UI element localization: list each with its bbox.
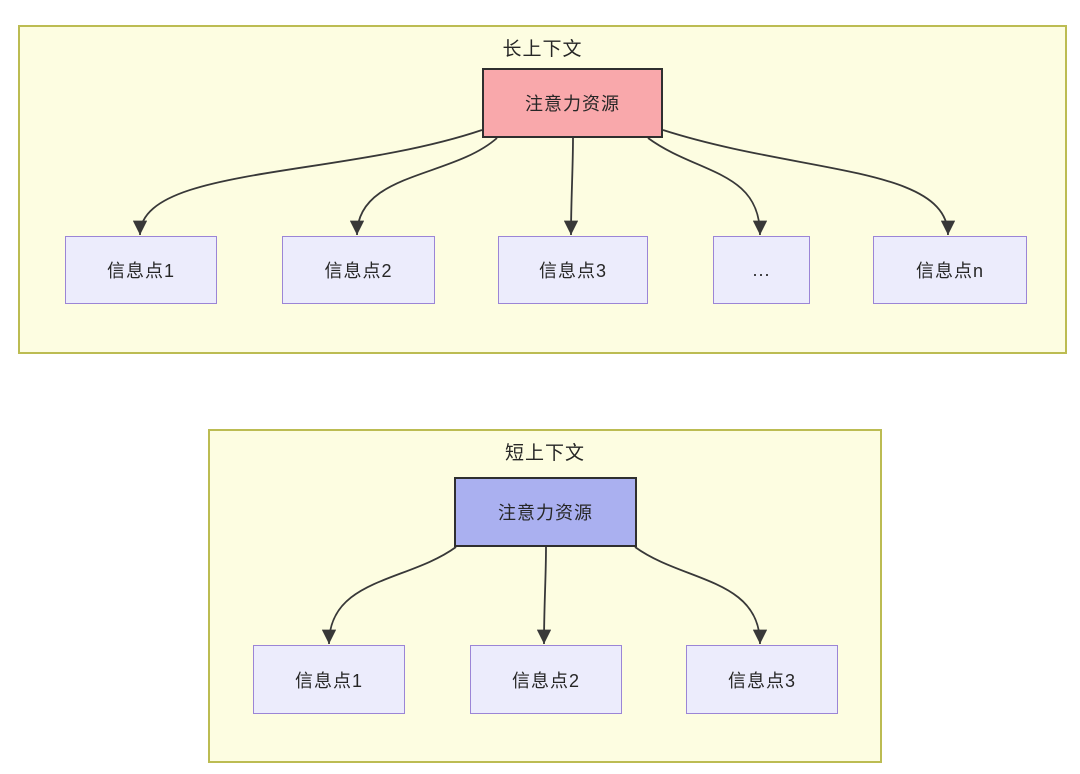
long-info-node-1: 信息点1 xyxy=(65,236,217,304)
long-context-title: 长上下文 xyxy=(502,39,583,60)
long-info-node-3: 信息点3 xyxy=(498,236,648,304)
short-info-node-3: 信息点3 xyxy=(686,645,838,714)
short-attention-node: 注意力资源 xyxy=(454,477,637,547)
long-info-node-n: 信息点n xyxy=(873,236,1027,304)
long-info-node-ellipsis: ... xyxy=(713,236,810,304)
short-info-node-1: 信息点1 xyxy=(253,645,405,714)
long-info-node-2: 信息点2 xyxy=(282,236,435,304)
short-context-title: 短上下文 xyxy=(504,443,585,464)
long-attention-node: 注意力资源 xyxy=(482,68,663,138)
short-info-node-2: 信息点2 xyxy=(470,645,622,714)
